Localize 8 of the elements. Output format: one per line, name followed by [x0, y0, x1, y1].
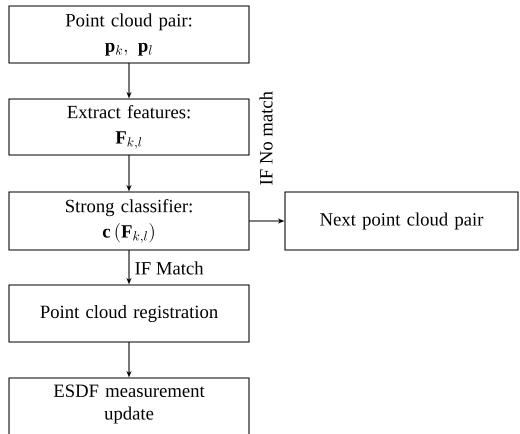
process-box: Next point cloud pair: [284, 191, 519, 251]
edge-label: IF Match: [133, 260, 205, 276]
edge-label: IF No match: [258, 90, 274, 187]
process-box: Extract features: $\mathbf{F}_{k,l}$: [8, 98, 250, 156]
process-box: Strong classifier: $\mathbf{c}\left(\mathbf{F}_{k,l}\right)$: [8, 191, 250, 251]
process-box: Point cloud pair: $\mathbf{p}_k,\ \mathbf{p}_l$: [8, 5, 250, 64]
process-box: Point cloud registration: [8, 284, 250, 343]
process-box: ESDF measurement update: [8, 377, 250, 434]
